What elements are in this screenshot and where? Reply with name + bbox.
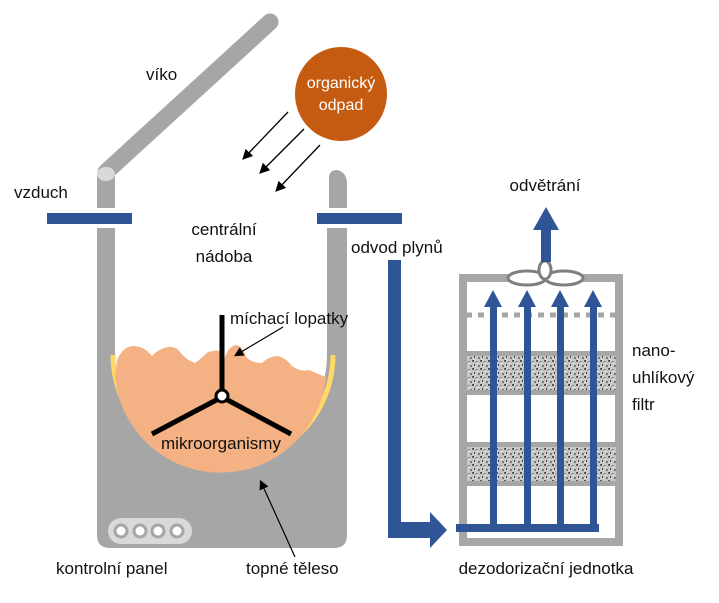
organic-waste: [295, 47, 387, 141]
control-button[interactable]: [169, 523, 185, 539]
arrow-up-icon: [518, 290, 536, 307]
arrow-up-icon: [533, 207, 559, 230]
label-central-vessel-1: centrální: [191, 220, 256, 239]
label-filter-2: uhlíkový: [632, 368, 695, 387]
control-panel: [108, 518, 192, 544]
paddles-leader: [233, 326, 284, 357]
arrow-icon: [242, 111, 289, 160]
compost-mass: [115, 345, 326, 473]
inlet-manifold: [456, 524, 599, 532]
label-microorganisms: mikroorganismy: [161, 434, 281, 453]
label-filter-3: filtr: [632, 395, 655, 414]
label-air: vzduch: [14, 183, 68, 202]
fan-icon: [506, 259, 585, 287]
gas-outlet-pipe: [388, 260, 447, 548]
label-filter-1: nano-: [632, 341, 675, 360]
vessel-right-wall-top: [329, 170, 347, 208]
arrow-icon: [259, 128, 305, 174]
paddle-hub: [214, 388, 230, 404]
vessel-body: [97, 228, 347, 548]
lid-hinge: [97, 167, 115, 181]
label-central-vessel-2: nádoba: [196, 247, 253, 266]
control-button[interactable]: [113, 523, 129, 539]
label-lid: víko: [146, 65, 177, 84]
arrow-up-icon: [584, 290, 602, 307]
label-gas-outlet: odvod plynů: [351, 238, 443, 257]
control-button[interactable]: [132, 523, 148, 539]
label-control-panel: kontrolní panel: [56, 559, 168, 578]
label-mixing-paddles: míchací lopatky: [230, 309, 349, 328]
mixing-paddles: [150, 315, 293, 437]
control-button[interactable]: [150, 523, 166, 539]
air-inlet-pipe: [47, 213, 132, 224]
ventilation-arrow-shaft: [541, 228, 551, 262]
label-ventilation: odvětrání: [510, 176, 581, 195]
label-organic-waste-1: organický: [307, 75, 375, 92]
lid[interactable]: [97, 13, 279, 181]
arrow-icon: [275, 144, 321, 192]
vessel-left-wall-top: [97, 172, 115, 208]
arrow-up-icon: [551, 290, 569, 307]
central-vessel: [97, 13, 347, 548]
gas-outlet-pipe-top: [317, 213, 402, 224]
heater-leader: [259, 479, 296, 558]
deodorization-unit: [456, 207, 623, 546]
label-organic-waste-2: odpad: [319, 97, 364, 114]
upflow-arrows: [484, 290, 602, 527]
label-deodorization-unit: dezodorizační jednotka: [459, 559, 634, 578]
arrow-up-icon: [484, 290, 502, 307]
waste-drop-arrows: [242, 111, 321, 192]
label-heating-element: topné těleso: [246, 559, 339, 578]
